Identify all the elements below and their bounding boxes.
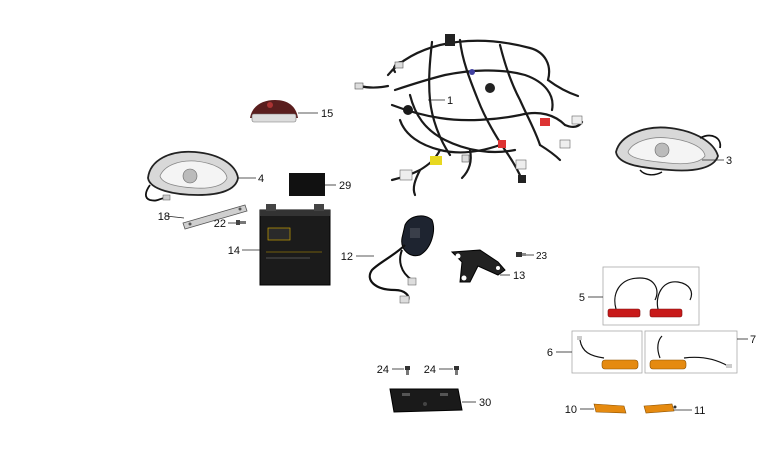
license-plate-bracket-part [389,388,463,413]
callout-22: 22 [214,218,226,230]
tail-light-part [250,100,298,123]
callout-14: 14 [228,245,240,257]
callout-29: 29 [339,180,351,192]
side-marker-left-part [593,403,627,414]
headlight-left-part [144,150,239,202]
callout-4: 4 [258,173,264,185]
callout-3: 3 [726,155,732,167]
wiring-connectors [354,34,583,183]
battery-strap-part [182,204,248,230]
turn-signal-left-pair-part [577,336,639,370]
callout-18: 18 [158,211,170,223]
callout-24-a: 24 [377,364,389,376]
callout-13: 13 [513,270,525,282]
callout-12: 12 [341,251,353,263]
side-marker-right-part [643,403,677,414]
callout-1: 1 [447,95,453,107]
callout-6: 6 [547,347,553,359]
turn-signal-right-pair-part [649,335,732,370]
callout-30: 30 [479,397,491,409]
handlebar-switch-part [368,215,434,304]
mounting-bracket-part [450,249,506,283]
screw-22-part [236,220,246,225]
screw-24b-part [454,366,459,375]
rear-reflector-pair-part [607,277,693,318]
callout-23: 23 [536,251,548,262]
headlight-right-part [615,126,722,176]
callout-24-b: 24 [424,364,436,376]
black-label-part [289,173,325,196]
callout-11: 11 [694,405,705,417]
battery-part [259,204,331,286]
small-bolt-part [516,252,526,257]
wiring-harness-part [358,38,584,197]
callout-15: 15 [321,108,333,120]
callout-7: 7 [750,334,756,346]
callout-10: 10 [565,404,577,416]
screw-24a-part [405,366,410,375]
callout-5: 5 [579,292,585,304]
